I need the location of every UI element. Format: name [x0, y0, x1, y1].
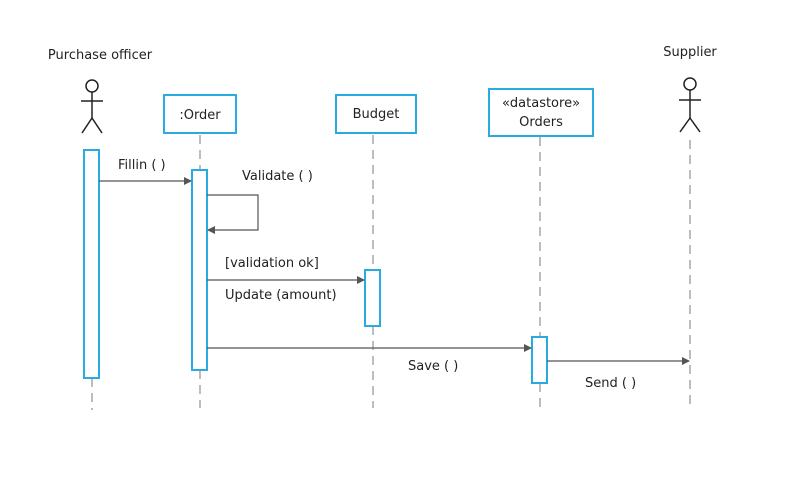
- order-activation: [191, 169, 208, 371]
- fillin-label: Fillin ( ): [118, 158, 166, 173]
- validate-label: Validate ( ): [242, 169, 313, 184]
- orders-stereotype-label: «datastore»: [502, 96, 580, 111]
- orders-activation: [531, 336, 548, 384]
- purchase-officer-activation: [83, 149, 100, 379]
- budget-label: Budget: [353, 107, 400, 122]
- guard-label: [validation ok]: [225, 256, 319, 271]
- validate-self-arrow: [207, 194, 259, 234]
- purchase-officer-actor-icon: [81, 79, 103, 134]
- save-label: Save ( ): [408, 359, 458, 374]
- send-label: Send ( ): [585, 376, 636, 391]
- purchase-officer-label: Purchase officer: [48, 48, 153, 63]
- order-label: :Order: [179, 108, 221, 123]
- supplier-actor-icon: [679, 77, 701, 133]
- orders-label: Orders: [519, 115, 563, 130]
- orders-participant-box: «datastore» Orders: [488, 88, 594, 137]
- budget-activation: [364, 269, 381, 327]
- order-participant-box: :Order: [163, 94, 237, 134]
- budget-participant-box: Budget: [335, 94, 417, 134]
- supplier-label: Supplier: [663, 45, 717, 60]
- update-label: Update (amount): [225, 288, 337, 303]
